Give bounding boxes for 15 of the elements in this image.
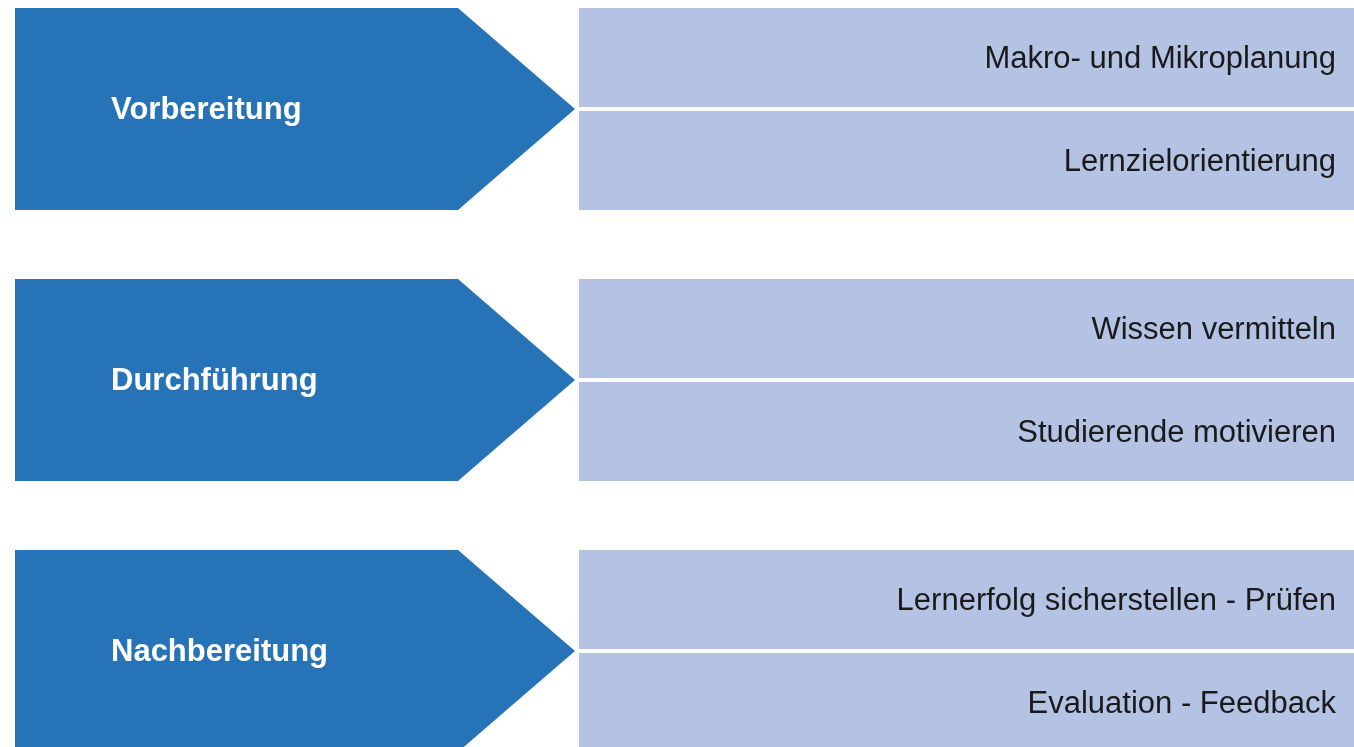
step-label: Evaluation - Feedback (1027, 684, 1336, 721)
step-label: Makro- und Mikroplanung (984, 39, 1336, 76)
phase-label: Durchführung (111, 361, 318, 399)
step-bar (579, 653, 1354, 747)
step-bar (579, 111, 1354, 210)
step-label: Lernzielorientierung (1063, 142, 1336, 179)
step-label: Studierende motivieren (1017, 413, 1336, 450)
step-bar (579, 550, 1354, 649)
step-bar (579, 8, 1354, 107)
step-bar (579, 279, 1354, 378)
phase-label: Vorbereitung (111, 90, 302, 128)
step-label: Lernerfolg sicherstellen - Prüfen (896, 581, 1336, 618)
step-bar (579, 382, 1354, 481)
step-label: Wissen vermitteln (1091, 310, 1336, 347)
phase-label: Nachbereitung (111, 632, 329, 670)
